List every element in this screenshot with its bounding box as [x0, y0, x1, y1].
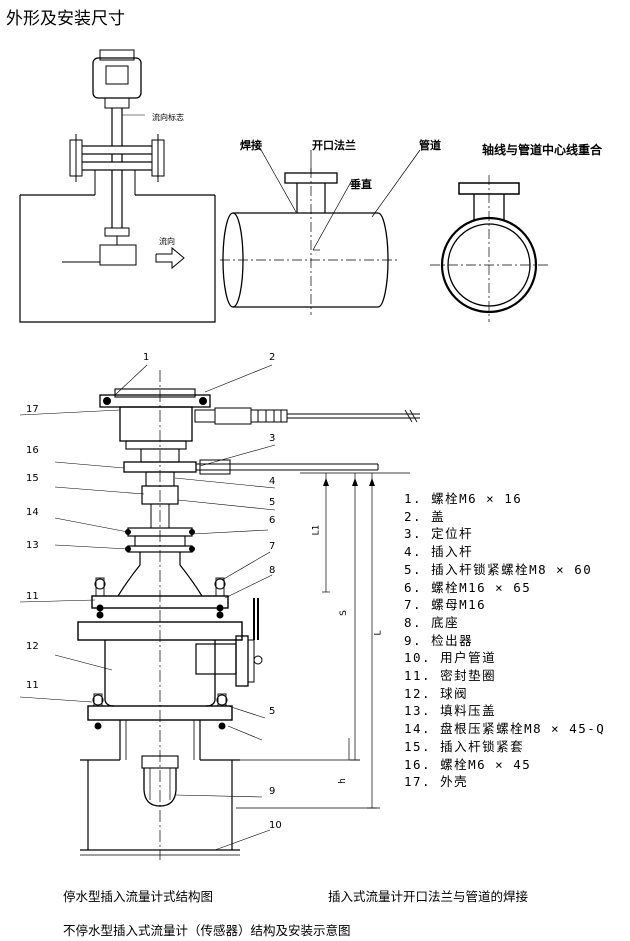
- legend-item: 2. 盖: [404, 508, 446, 524]
- page-title: 外形及安装尺寸: [6, 9, 125, 29]
- part-number: 10: [269, 820, 282, 831]
- part-number: 1: [143, 352, 150, 363]
- caption-right: 插入式流量计开口法兰与管道的焊接: [328, 889, 529, 904]
- flow-direction-label: 流向标志: [152, 113, 184, 122]
- part-number: 5: [269, 497, 276, 508]
- part-number: 15: [26, 473, 39, 484]
- dimension-l1: L1: [311, 524, 322, 536]
- legend-item: 12. 球阀: [404, 685, 469, 701]
- part-number: 12: [26, 641, 39, 652]
- pipe-label: 管道: [419, 139, 441, 152]
- insertion-meter-assembly-drawing: [19, 364, 420, 860]
- legend-item: 15. 插入杆锁紧套: [404, 738, 525, 754]
- dimension-l: L: [373, 630, 384, 636]
- legend-item: 11. 密封垫圈: [404, 668, 497, 684]
- legend-item: 9. 检出器: [404, 632, 474, 648]
- part-number: 8: [269, 565, 276, 576]
- part-number: 11: [26, 591, 39, 602]
- legend-item: 3. 定位杆: [404, 526, 474, 542]
- flange-weld-drawing: [220, 147, 421, 315]
- pipe-section-drawing: [430, 175, 548, 322]
- legend-item: 5. 插入杆锁紧螺栓M8 × 60: [404, 561, 593, 577]
- dimension-s: S: [338, 610, 349, 616]
- legend-item: 13. 填料压盖: [404, 703, 497, 719]
- part-number: 17: [26, 404, 39, 415]
- flow-label: 流向: [159, 237, 175, 246]
- legend-item: 1. 螺栓M6 × 16: [404, 491, 523, 506]
- vertical-label: 垂直: [350, 178, 372, 191]
- legend-item: 6. 螺栓M16 × 65: [404, 579, 532, 595]
- caption-left: 停水型插入流量计式结构图: [63, 889, 214, 904]
- axis-coincide-label: 轴线与管道中心线重合: [482, 143, 603, 157]
- legend-item: 4. 插入杆: [404, 544, 474, 560]
- part-number: 5: [269, 706, 276, 717]
- parts-legend: 1. 螺栓M6 × 16 2. 盖 3. 定位杆 4. 插入杆 5. 插入杆锁紧…: [404, 490, 605, 791]
- legend-item: 7. 螺母M16: [404, 597, 487, 613]
- legend-item: 8. 底座: [404, 614, 460, 630]
- legend-item: 16. 螺栓M6 × 45: [404, 756, 532, 772]
- weld-label: 焊接: [240, 139, 262, 152]
- legend-item: 14. 盘根压紧螺栓M8 × 45-Q: [404, 721, 606, 737]
- part-number: 13: [26, 540, 39, 551]
- legend-item: 17. 外壳: [404, 774, 469, 790]
- part-number: 9: [269, 786, 276, 797]
- part-number: 4: [269, 476, 276, 487]
- legend-item: 10. 用户管道: [404, 650, 497, 666]
- part-number: 7: [269, 541, 276, 552]
- dimension-h: h: [337, 778, 348, 784]
- part-number: 2: [269, 352, 276, 363]
- part-number: 3: [269, 433, 276, 444]
- part-number: 16: [26, 445, 39, 456]
- open-flange-label: 开口法兰: [312, 139, 356, 152]
- caption-bottom: 不停水型插入式流量计（传感器）结构及安装示意图: [63, 923, 351, 938]
- stopped-water-install-drawing: [19, 49, 216, 323]
- part-number: 6: [269, 515, 276, 526]
- part-number: 11: [26, 680, 39, 691]
- part-number: 14: [26, 507, 39, 518]
